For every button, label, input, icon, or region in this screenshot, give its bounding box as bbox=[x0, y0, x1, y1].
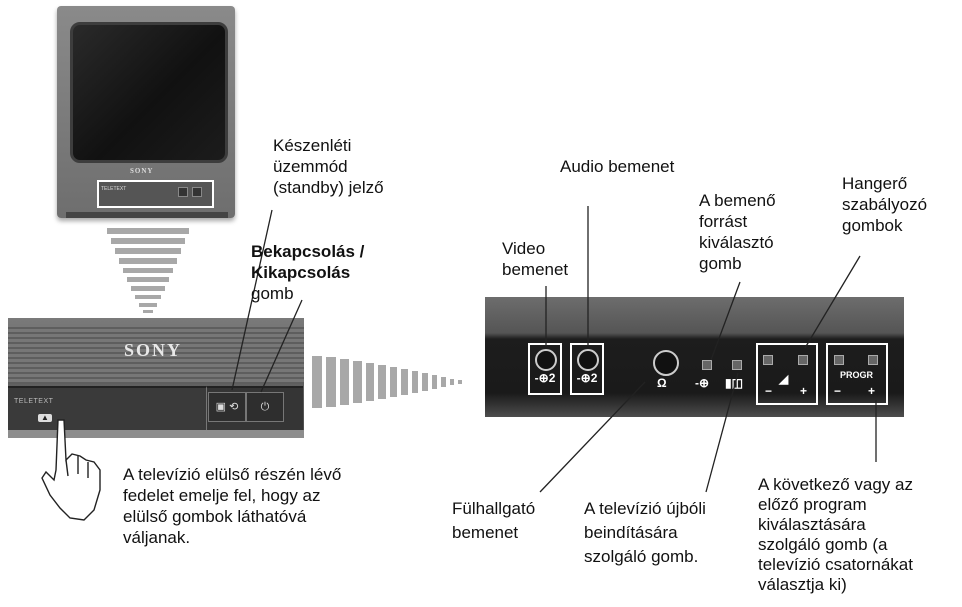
label-program-select: A következő vagy az előző program kivála… bbox=[758, 475, 913, 594]
headphone-jack bbox=[653, 350, 679, 376]
program-up-button bbox=[868, 355, 878, 365]
label-input-select: A bemenő forrást kiválasztó gomb bbox=[699, 191, 776, 273]
closeup-bottom-trim bbox=[8, 430, 304, 438]
label-power-button-bold: Bekapcsolás / Kikapcsolás bbox=[251, 242, 365, 282]
input-select-led bbox=[702, 360, 712, 370]
tv-base bbox=[66, 212, 228, 218]
hand-icon bbox=[41, 419, 101, 521]
leader-lines bbox=[231, 206, 877, 493]
program-down-button bbox=[834, 355, 844, 365]
label-volume-buttons: Hangerő szabályozó gombok bbox=[842, 174, 928, 235]
volume-minus-label: − bbox=[765, 384, 773, 398]
label-power-button-rest: gomb bbox=[251, 284, 294, 303]
tv-panel-label: TELETEXT bbox=[101, 186, 127, 192]
video-input-jack: -⊕2 bbox=[528, 343, 562, 395]
volume-buttons bbox=[756, 343, 818, 405]
audio-input-jack: -⊕2 bbox=[570, 343, 604, 395]
power-button: ⏻ bbox=[246, 392, 284, 422]
cover-lift-tab: ▲ bbox=[38, 414, 52, 422]
tv-panel-button bbox=[178, 187, 188, 197]
program-buttons bbox=[826, 343, 888, 405]
label-video-input: Video bemenet bbox=[502, 239, 569, 279]
program-plus-label: + bbox=[868, 384, 876, 398]
standby-indicator-icon: ▣ ⟲ bbox=[208, 392, 246, 422]
input-select-icon: -⊕ bbox=[695, 376, 710, 390]
label-cover-instruction: A televízió elülső részén lévő fedelet e… bbox=[123, 465, 342, 547]
label-reset-button: A televízió újbóli beindítására szolgáló… bbox=[584, 499, 706, 566]
speaker-grille bbox=[8, 324, 304, 384]
volume-up-button bbox=[798, 355, 808, 365]
reset-icon: ▮◫ bbox=[725, 376, 743, 390]
label-headphone-input: Fülhallgató bemenet bbox=[452, 499, 536, 542]
tv-panel-button bbox=[192, 187, 202, 197]
volume-plus-label: + bbox=[800, 384, 808, 398]
headphone-icon: Ω bbox=[657, 376, 667, 390]
zoom-stripes-horizontal bbox=[312, 356, 462, 408]
tv-brand-logo: SONY bbox=[130, 167, 154, 175]
zoom-stripes-vertical bbox=[107, 228, 189, 313]
closeup-panel-label: TELETEXT bbox=[14, 398, 54, 405]
tv-screen bbox=[70, 22, 228, 163]
volume-icon: ◢ bbox=[779, 372, 789, 386]
closeup-brand-logo: SONY bbox=[124, 340, 183, 360]
program-minus-label: − bbox=[834, 384, 842, 398]
label-audio-input: Audio bemenet bbox=[560, 157, 675, 176]
reset-led bbox=[732, 360, 742, 370]
front-cover-flap bbox=[8, 386, 208, 432]
program-label: PROGR bbox=[840, 370, 874, 380]
label-standby-indicator: Készenléti üzemmód (standby) jelző bbox=[273, 136, 384, 197]
volume-down-button bbox=[763, 355, 773, 365]
